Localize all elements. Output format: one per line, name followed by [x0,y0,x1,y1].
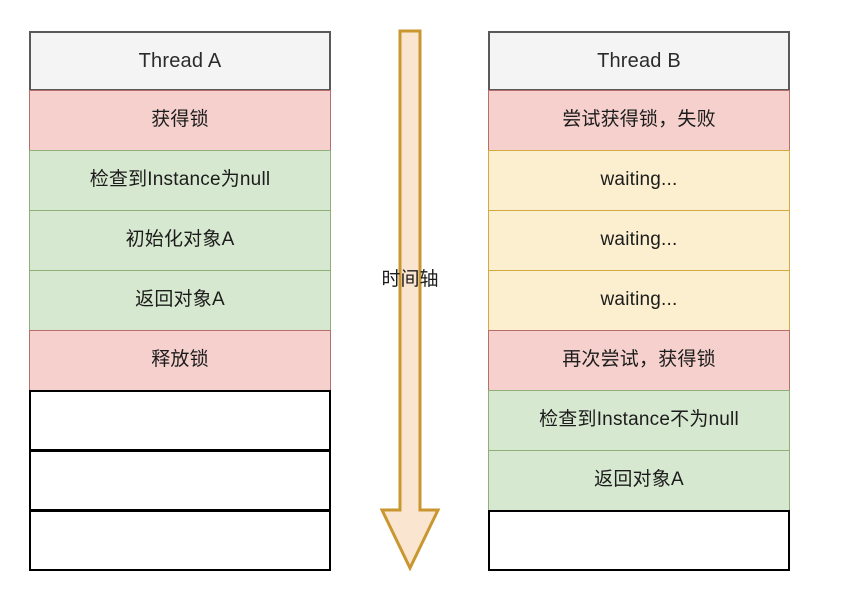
thread-b-header: Thread B [488,31,790,91]
timeline-arrow [362,28,458,580]
timeline-cell: 返回对象A [488,450,790,511]
timeline-cell: 检查到Instance不为null [488,390,790,451]
timeline-cell-empty [29,450,331,511]
timeline-cell: waiting... [488,150,790,211]
down-arrow-icon [379,29,441,572]
timeline-cell-empty [29,510,331,571]
timeline-cell: 再次尝试，获得锁 [488,330,790,391]
timeline-cell-empty [488,510,790,571]
timeline-cell: 尝试获得锁，失败 [488,90,790,151]
timeline-cell: 检查到Instance为null [29,150,331,211]
timeline-cell: 初始化对象A [29,210,331,271]
thread-a-header: Thread A [29,31,331,91]
timeline-cell: waiting... [488,270,790,331]
timeline-cell: 获得锁 [29,90,331,151]
timeline-cell: 释放锁 [29,330,331,391]
timeline-cell-empty [29,390,331,451]
timeline-cell: 返回对象A [29,270,331,331]
timeline-cell: waiting... [488,210,790,271]
